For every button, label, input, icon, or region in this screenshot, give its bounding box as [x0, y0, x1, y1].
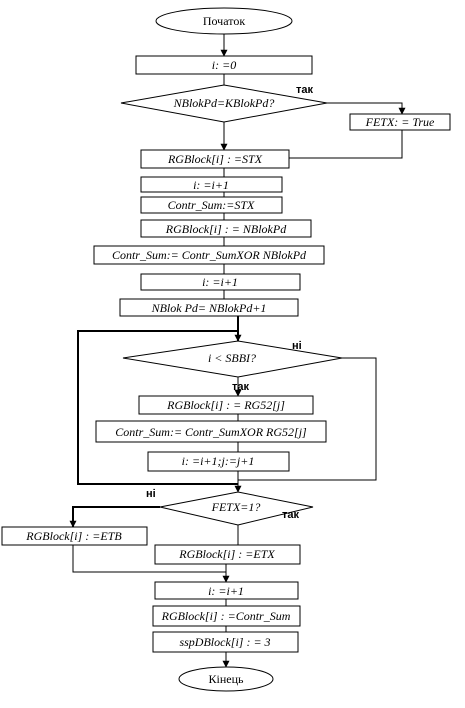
block-ij-inc-text: i: =i+1;j:=j+1 — [182, 454, 255, 468]
decision-fetx-text: FETX=1? — [211, 500, 261, 514]
end-terminal: Кінець — [178, 666, 274, 692]
label-yes-2: так — [232, 381, 250, 393]
block-i-inc-3-text: i: =i+1 — [208, 584, 244, 598]
label-yes-1: так — [296, 84, 314, 96]
block-sspd-text: sspDBlock[i] : = 3 — [179, 635, 270, 649]
block-rg-csum-text: RGBlock[i] : =Contr_Sum — [161, 609, 291, 623]
block-rg-rg52: RGBlock[i] : = RG52[j] — [138, 395, 314, 415]
block-i-inc-2-text: i: =i+1 — [202, 275, 238, 289]
block-rg-nblok: RGBlock[i] : = NBlokPd — [140, 219, 312, 238]
block-csum-xor-rg52: Contr_Sum:= Contr_SumXOR RG52[j] — [95, 420, 327, 443]
block-nblok-inc: NBlok Pd= NBlokPd+1 — [119, 298, 299, 317]
block-nblok-inc-text: NBlok Pd= NBlokPd+1 — [151, 301, 267, 315]
block-rg-stx-text: RGBlock[i] : =STX — [167, 152, 263, 166]
label-no-3: ні — [146, 488, 156, 500]
block-csum-stx: Contr_Sum:=STX — [140, 196, 283, 214]
block-rg-etb-text: RGBlock[i] : =ETB — [25, 529, 122, 543]
block-i-init-text: i: =0 — [212, 58, 236, 72]
block-rg-stx: RGBlock[i] : =STX — [140, 149, 290, 169]
label-yes-3: так — [282, 509, 300, 521]
start-terminal: Початок — [155, 7, 293, 35]
decision-sbbi-text: i < SBBI? — [208, 351, 256, 365]
block-rg-nblok-text: RGBlock[i] : = NBlokPd — [165, 222, 287, 236]
block-sspd: sspDBlock[i] : = 3 — [152, 631, 299, 653]
block-i-inc-1: i: =i+1 — [140, 176, 283, 193]
block-fetx-true-text: FETX: = True — [365, 115, 435, 129]
end-label: Кінець — [209, 672, 245, 686]
decision-nblokpd-kblokpd: NBlokPd=KBlokPd? — [120, 84, 328, 123]
block-i-inc-2: i: =i+1 — [140, 273, 301, 291]
block-ij-inc: i: =i+1;j:=j+1 — [147, 451, 290, 472]
block-rg-csum: RGBlock[i] : =Contr_Sum — [152, 605, 301, 627]
block-i-inc-1-text: i: =i+1 — [193, 178, 229, 192]
decision-fetx: FETX=1? — [159, 491, 314, 526]
start-label: Початок — [203, 14, 245, 28]
block-csum-xor-nblok-text: Contr_Sum:= Contr_SumXOR NBlokPd — [112, 248, 307, 262]
decision-i-less-sbbi: i < SBBI? — [122, 340, 343, 378]
block-csum-xor-nblok: Contr_Sum:= Contr_SumXOR NBlokPd — [93, 245, 325, 265]
block-rg-rg52-text: RGBlock[i] : = RG52[j] — [166, 398, 285, 412]
connectors — [69, 34, 406, 668]
block-rg-etx: RGBlock[i] : =ETX — [154, 544, 301, 565]
block-rg-etb: RGBlock[i] : =ETB — [1, 526, 148, 546]
block-csum-xor-rg52-text: Contr_Sum:= Contr_SumXOR RG52[j] — [115, 425, 307, 439]
block-csum-stx-text: Contr_Sum:=STX — [168, 198, 255, 212]
block-i-inc-3: i: =i+1 — [154, 581, 299, 600]
block-fetx-true: FETX: = True — [349, 113, 451, 131]
block-rg-etx-text: RGBlock[i] : =ETX — [178, 547, 275, 561]
decision-nblokpd-text: NBlokPd=KBlokPd? — [173, 96, 275, 110]
block-i-init: i: =0 — [135, 55, 313, 75]
label-no-2: ні — [292, 340, 302, 352]
